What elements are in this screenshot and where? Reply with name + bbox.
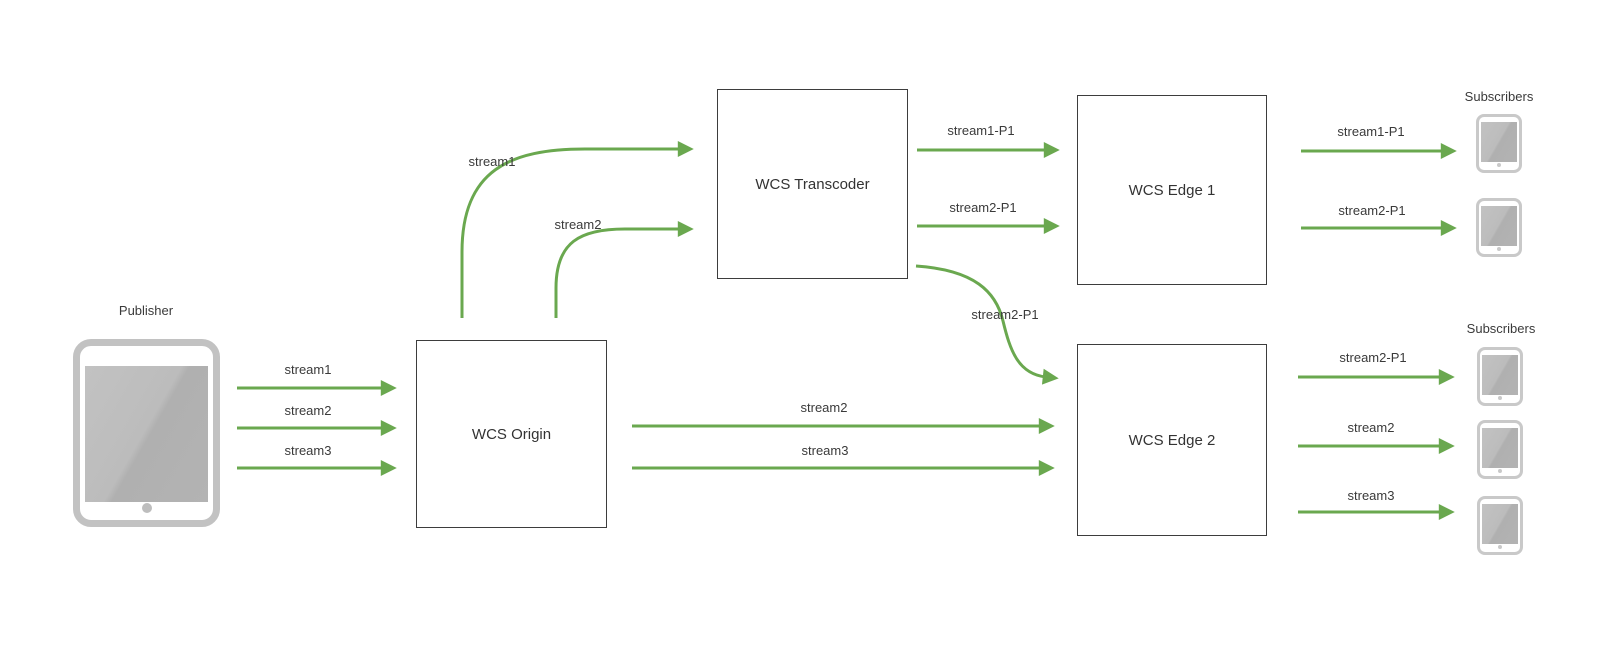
flow-label-stream1-p1: stream1-P1 xyxy=(1337,124,1405,139)
home-button-icon xyxy=(1498,545,1502,549)
flow-label-stream2-p1: stream2-P1 xyxy=(1338,203,1406,218)
home-button-icon xyxy=(141,503,152,513)
home-button-icon xyxy=(1498,396,1502,400)
flow-label-stream2-p1: stream2-P1 xyxy=(1339,350,1407,365)
home-button-icon xyxy=(1497,247,1501,251)
device-screen xyxy=(1482,428,1518,468)
publisher-device xyxy=(73,339,220,527)
publisher-caption: Publisher xyxy=(118,303,174,318)
device-screen xyxy=(1482,504,1518,544)
subscriber-device xyxy=(1476,114,1522,173)
node-wcs-edge1: WCS Edge 1 xyxy=(1077,95,1267,285)
subscribers-top-caption: Subscribers xyxy=(1464,89,1534,104)
flow-label-stream2: stream2 xyxy=(284,403,332,418)
device-screen xyxy=(1481,122,1517,162)
flow-label-stream3: stream3 xyxy=(284,443,332,458)
home-button-icon xyxy=(1497,163,1501,167)
flow-label-stream2-p1: stream2-P1 xyxy=(949,200,1017,215)
arrow-stream1-origin-transcoder xyxy=(460,141,694,318)
flow-label-stream3: stream3 xyxy=(1347,488,1395,503)
flow-label-stream1: stream1 xyxy=(284,362,332,377)
node-wcs-transcoder: WCS Transcoder xyxy=(717,89,908,279)
flow-label-stream2: stream2 xyxy=(800,400,848,415)
flow-label-stream2: stream2 xyxy=(1347,420,1395,435)
arrow-stream2p1-transcoder-edge2 xyxy=(915,264,1059,385)
node-label-edge2: WCS Edge 2 xyxy=(1128,431,1216,449)
device-screen xyxy=(85,366,208,502)
flow-label-stream2-p1: stream2-P1 xyxy=(971,307,1039,322)
flow-label-stream3: stream3 xyxy=(801,443,849,458)
subscriber-device xyxy=(1477,420,1523,479)
arrow-stream2-origin-transcoder xyxy=(554,221,694,318)
subscriber-device xyxy=(1477,347,1523,406)
flow-label-stream1: stream1 xyxy=(468,154,516,169)
device-screen xyxy=(1481,206,1517,246)
node-wcs-edge2: WCS Edge 2 xyxy=(1077,344,1267,536)
device-screen xyxy=(1482,355,1518,395)
subscriber-device xyxy=(1477,496,1523,555)
node-label-origin: WCS Origin xyxy=(471,425,552,443)
flow-label-stream2: stream2 xyxy=(554,217,602,232)
flow-label-stream1-p1: stream1-P1 xyxy=(947,123,1015,138)
home-button-icon xyxy=(1498,469,1502,473)
node-label-edge1: WCS Edge 1 xyxy=(1128,181,1216,199)
node-label-transcoder: WCS Transcoder xyxy=(755,175,870,193)
subscribers-bottom-caption: Subscribers xyxy=(1466,321,1536,336)
node-wcs-origin: WCS Origin xyxy=(416,340,607,528)
subscriber-device xyxy=(1476,198,1522,257)
